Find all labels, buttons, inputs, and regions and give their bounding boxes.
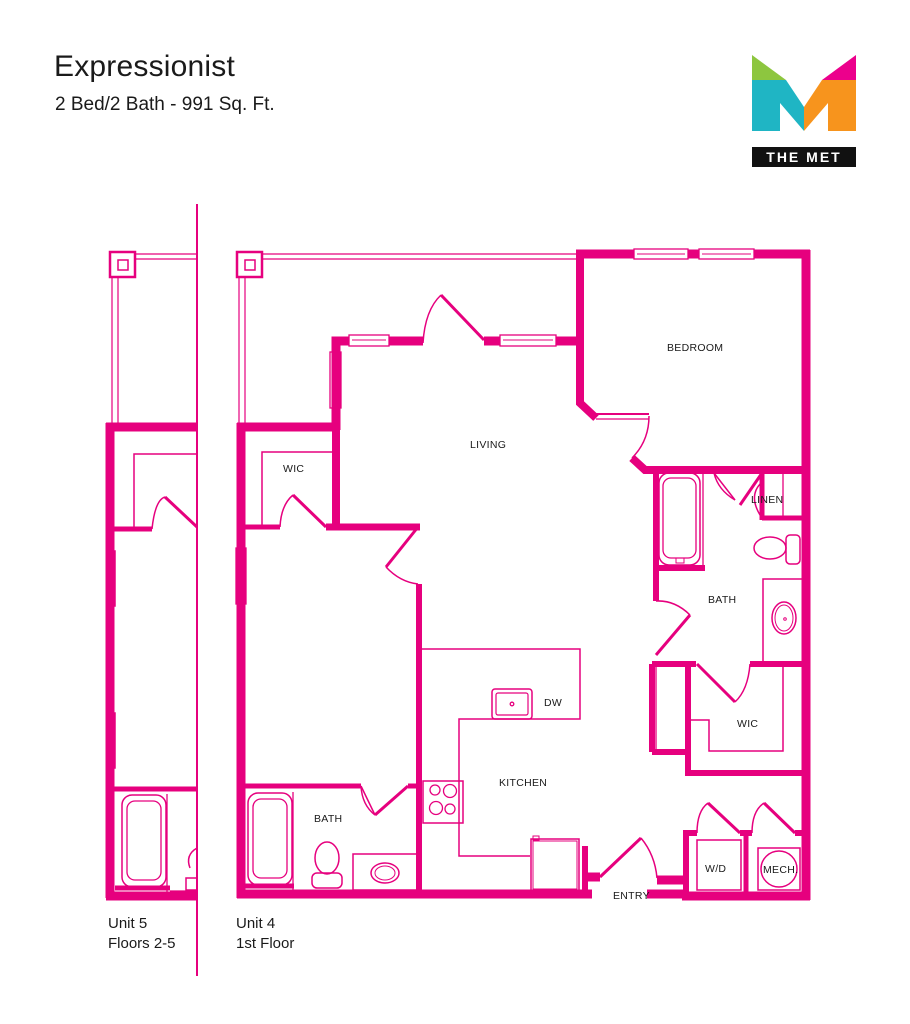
logo-wordmark: THE MET [752, 147, 856, 167]
unit-4-name: Unit 4 [236, 915, 276, 932]
plan-subtitle: 2 Bed/2 Bath - 991 Sq. Ft. [55, 94, 275, 115]
appliance-label-dw: DW [544, 697, 562, 709]
room-label-bath-right: BATH [708, 594, 736, 606]
unit-4-label: Unit 4 1st Floor [236, 914, 294, 954]
room-label-bedroom: BEDROOM [667, 342, 723, 354]
unit-5-name: Unit 5 [108, 915, 148, 932]
room-label-wd: W/D [705, 863, 726, 875]
unit-5-label: Unit 5 Floors 2-5 [108, 914, 176, 954]
room-label-living: LIVING [470, 439, 506, 451]
room-label-wic-right: WIC [737, 718, 758, 730]
room-label-wic-left: WIC [283, 463, 304, 475]
room-label-linen: LINEN [751, 494, 783, 506]
plan-title: Expressionist [54, 50, 236, 83]
unit-5-partial [105, 250, 199, 901]
unit-4-plan [235, 248, 811, 901]
the-met-logo-icon [752, 55, 856, 131]
room-label-bath-left: BATH [314, 813, 342, 825]
room-label-entry: ENTRY [613, 890, 650, 902]
room-label-mech: MECH. [763, 864, 798, 876]
unit-5-floors: Floors 2-5 [108, 935, 176, 952]
unit-4-floors: 1st Floor [236, 935, 295, 952]
room-label-kitchen: KITCHEN [499, 777, 547, 789]
